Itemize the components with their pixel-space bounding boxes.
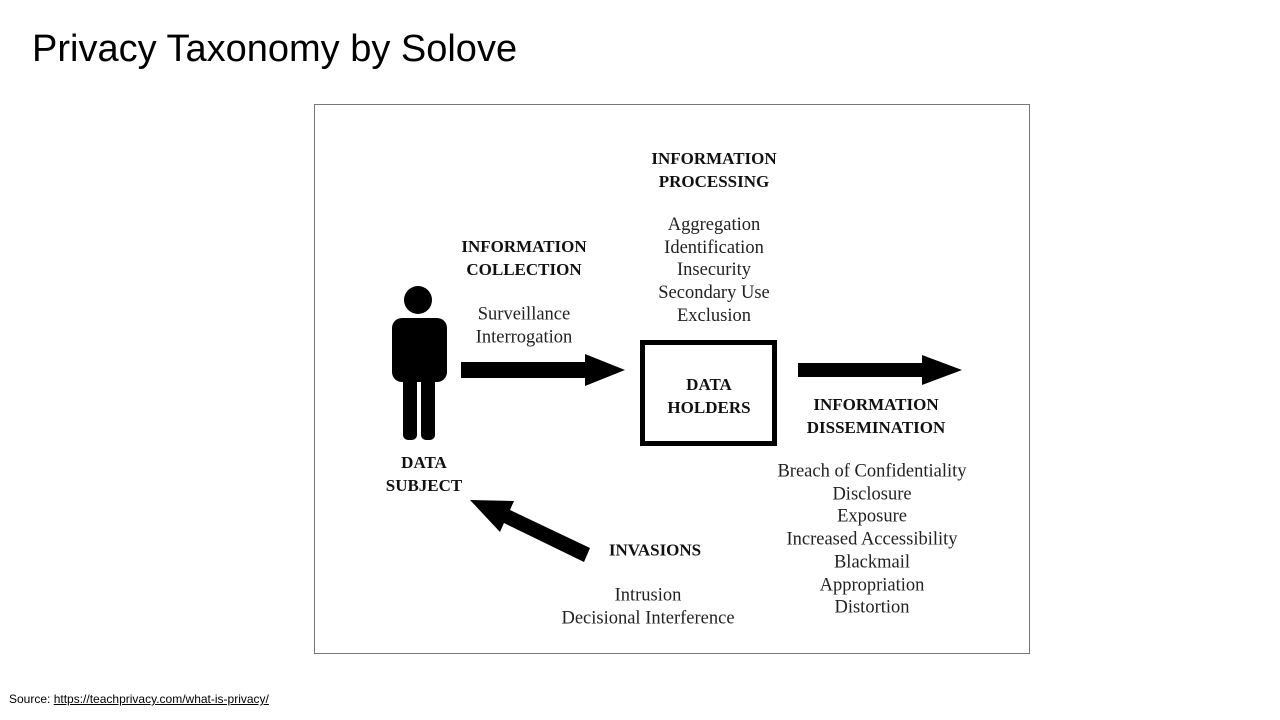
processing-list: Aggregation Identification Insecurity Se… — [658, 214, 769, 328]
list-item: Secondary Use — [658, 283, 770, 304]
list-item: Surveillance — [477, 304, 571, 325]
label-line: HOLDERS — [667, 398, 751, 417]
invasions-heading: INVASIONS — [609, 539, 701, 562]
collection-list: Surveillance Interrogation — [476, 303, 573, 348]
label-line: DATA — [401, 453, 447, 472]
dissemination-list: Breach of Confidentiality Disclosure Exp… — [777, 461, 966, 620]
person-icon — [392, 286, 447, 440]
invasions-list: Intrusion Decisional Interference — [561, 584, 734, 629]
slide-title: Privacy Taxonomy by Solove — [32, 28, 518, 70]
list-item: Aggregation — [667, 215, 761, 236]
data-subject-label: DATA SUBJECT — [386, 451, 463, 497]
collection-heading: INFORMATION COLLECTION — [461, 235, 586, 281]
list-item: Appropriation — [819, 575, 925, 596]
heading-line: DISSEMINATION — [806, 418, 946, 437]
list-item: Interrogation — [475, 327, 573, 347]
list-item: Insecurity — [677, 260, 751, 281]
heading-line: INFORMATION — [813, 395, 939, 414]
data-holders-box — [640, 340, 777, 446]
source-link[interactable]: https://teachprivacy.com/what-is-privacy… — [53, 692, 269, 706]
dissemination-heading: INFORMATION DISSEMINATION — [807, 393, 946, 439]
heading-line: INFORMATION — [651, 149, 777, 168]
list-item: Increased Accessibility — [786, 529, 958, 550]
list-item: Exclusion — [676, 306, 751, 327]
source-citation: Source: https://teachprivacy.com/what-is… — [9, 692, 269, 706]
processing-heading: INFORMATION PROCESSING — [651, 147, 776, 193]
heading-line: INVASIONS — [608, 540, 702, 560]
list-item: Identification — [664, 237, 764, 258]
dissemination-arrow — [798, 355, 962, 385]
heading-line: COLLECTION — [466, 260, 582, 279]
list-item: Blackmail — [833, 552, 911, 573]
list-item: Distortion — [834, 597, 910, 618]
diagram-frame — [314, 104, 1030, 654]
invasions-arrow — [470, 500, 590, 562]
heading-line: PROCESSING — [658, 172, 770, 191]
list-item: Disclosure — [832, 484, 912, 505]
label-line: SUBJECT — [385, 476, 463, 495]
list-item: Intrusion — [614, 585, 682, 606]
collection-arrow — [461, 354, 625, 386]
list-item: Exposure — [837, 506, 907, 527]
data-holders-label: DATA HOLDERS — [667, 373, 750, 419]
list-item: Decisional Interference — [561, 608, 735, 628]
label-line: DATA — [686, 375, 732, 394]
source-label: Source: — [9, 692, 51, 706]
list-item: Breach of Confidentiality — [777, 461, 967, 482]
heading-line: INFORMATION — [461, 237, 587, 256]
